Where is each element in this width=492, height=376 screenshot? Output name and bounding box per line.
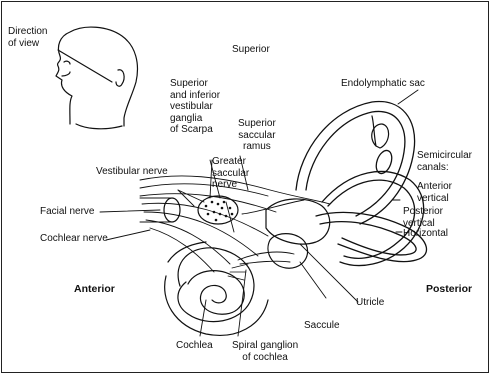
ganglion-cell-dots <box>205 201 234 222</box>
anterior-label: Anterior <box>74 284 115 296</box>
endolymphatic-sac-label: Endolymphatic sac <box>341 78 425 90</box>
semicircular-canals-label: Semicircular canals: <box>417 150 487 173</box>
spiral-ganglion-label: Spiral ganglion of cochlea <box>232 340 298 363</box>
anterior-vertical-line-1: Anterior <box>417 181 452 193</box>
superior-saccular-ramus-line-2: saccular <box>238 130 276 142</box>
cochlear-nerve-label: Cochlear nerve <box>40 233 108 245</box>
utricle-drawing <box>266 199 330 244</box>
vestibular-ganglia-line-5: of Scarpa <box>170 124 220 136</box>
facial-nerve-stump <box>164 198 180 222</box>
vestibular-ganglia-line-2: and inferior <box>170 90 220 102</box>
vestibular-ganglia-line-3: vestibular <box>170 101 220 113</box>
anterior-vertical-line-2: vertical <box>417 193 452 205</box>
direction-of-view-line-1: Direction <box>8 26 47 38</box>
greater-saccular-nerve-label: Greater saccular nerve <box>212 156 249 191</box>
saccule-drawing <box>268 234 308 269</box>
superior-saccular-ramus-label: Superior saccular ramus <box>238 118 276 153</box>
greater-saccular-nerve-line-2: saccular <box>212 168 249 180</box>
superior-saccular-ramus-line-1: Superior <box>238 118 276 130</box>
anterior-vertical-label: Anterior vertical <box>417 181 452 204</box>
posterior-vertical-label: Posterior vertical <box>403 206 443 229</box>
greater-saccular-nerve-line-1: Greater <box>212 156 249 168</box>
semicircular-canals-drawing <box>296 102 426 266</box>
superior-label: Superior <box>232 44 270 56</box>
vestibular-nerve-label: Vestibular nerve <box>96 166 168 178</box>
vestibular-ganglia-label: Superior and inferior vestibular ganglia… <box>170 78 220 136</box>
utricle-label: Utricle <box>356 297 384 309</box>
posterior-vertical-line-1: Posterior <box>403 206 443 218</box>
vestibular-ganglia-line-4: ganglia <box>170 113 220 125</box>
horizontal-canal-label: Horizontal <box>403 228 448 240</box>
direction-of-view-line <box>58 50 112 82</box>
direction-of-view-line-2: of view <box>8 38 47 50</box>
spiral-ganglion-line-2: of cochlea <box>232 352 298 364</box>
spiral-ganglion-line-1: Spiral ganglion <box>232 340 298 352</box>
greater-saccular-nerve-line-3: nerve <box>212 179 249 191</box>
scarpa-ganglia-drawing <box>198 196 238 224</box>
facial-nerve-label: Facial nerve <box>40 206 94 218</box>
cochlea-drawing <box>165 242 268 335</box>
head-profile-drawing <box>56 27 137 129</box>
cochlea-label: Cochlea <box>176 340 213 352</box>
saccule-label: Saccule <box>304 320 340 332</box>
vestibular-ganglia-line-1: Superior <box>170 78 220 90</box>
posterior-label: Posterior <box>426 284 472 296</box>
superior-saccular-ramus-line-3: ramus <box>238 141 276 153</box>
direction-of-view-label: Direction of view <box>8 26 47 49</box>
